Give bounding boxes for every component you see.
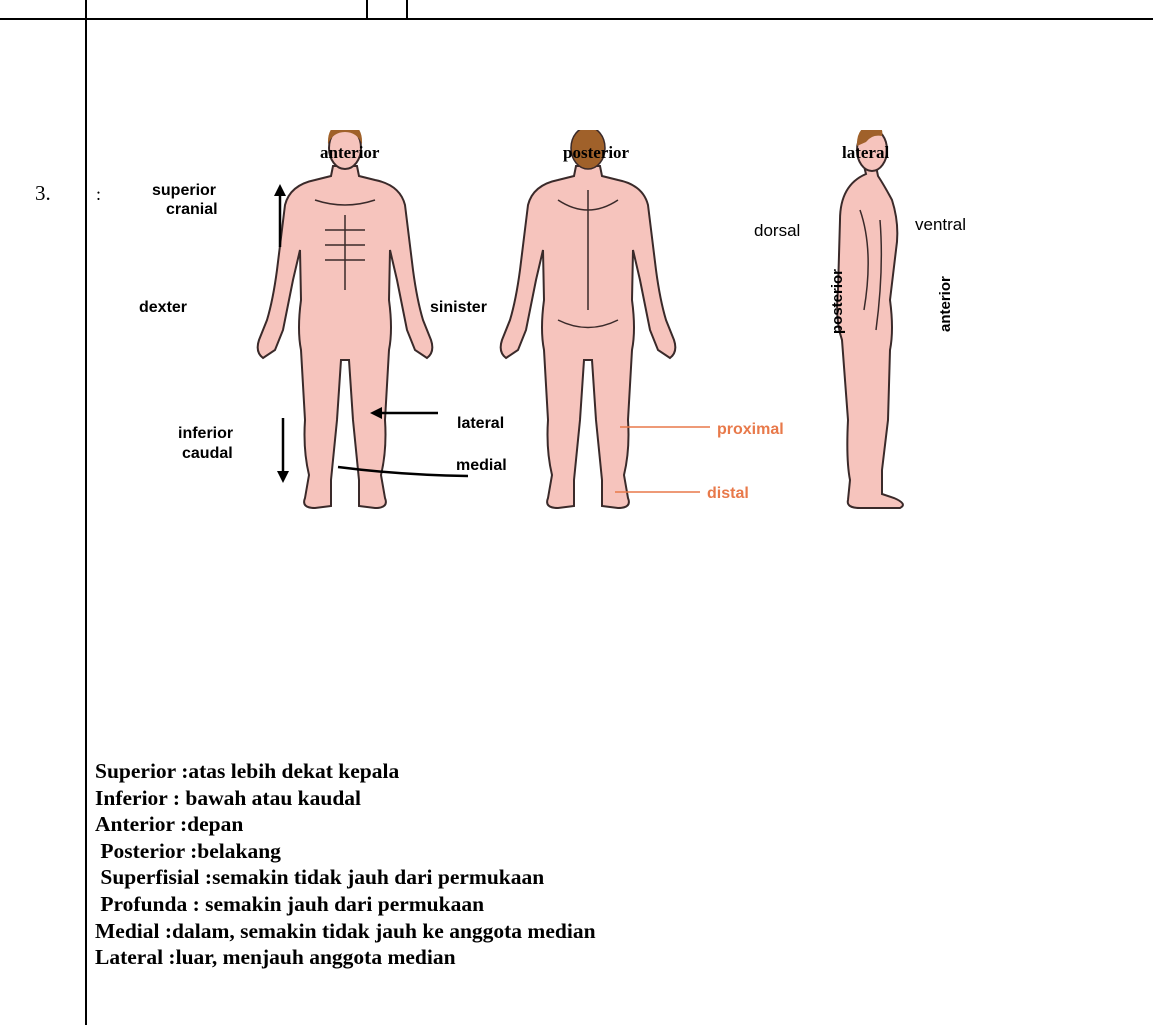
definition-superfisial: Superfisial :semakin tidak jauh dari per… (95, 864, 596, 891)
label-ventral: ventral (915, 215, 966, 234)
row-number: 3. (35, 181, 51, 206)
label-posterior-vertical: posterior (829, 269, 846, 334)
label-inferior: inferior (178, 425, 233, 442)
inferior-arrow (277, 418, 289, 483)
label-caudal: caudal (182, 445, 233, 462)
label-lateral: lateral (457, 415, 504, 432)
definition-inferior: Inferior : bawah atau kaudal (95, 785, 596, 812)
lateral-pointer (370, 407, 438, 419)
label-medial: medial (456, 457, 507, 474)
label-superior: superior (152, 182, 216, 199)
anatomical-position-figure: anterior posterior lateral superior cran… (120, 130, 1020, 530)
table-column-divider-3 (406, 0, 408, 19)
table-top-border (0, 18, 1153, 20)
label-distal: distal (707, 485, 749, 502)
view-title-posterior: posterior (563, 143, 630, 162)
definition-profunda: Profunda : semakin jauh dari permukaan (95, 891, 596, 918)
lateral-body (837, 130, 903, 508)
definition-lateral: Lateral :luar, menjauh anggota median (95, 944, 596, 971)
definition-superior: Superior :atas lebih dekat kepala (95, 758, 596, 785)
label-cranial: cranial (166, 201, 218, 218)
label-dorsal: dorsal (754, 221, 800, 240)
label-anterior-vertical: anterior (937, 276, 954, 332)
anatomy-diagram: anterior posterior lateral superior cran… (120, 130, 1020, 530)
table-column-divider-2 (366, 0, 368, 19)
label-dexter: dexter (139, 299, 187, 316)
view-title-anterior: anterior (320, 143, 380, 162)
table-column-divider-1 (85, 0, 87, 1025)
definition-medial: Medial :dalam, semakin tidak jauh ke ang… (95, 918, 596, 945)
definitions-list: Superior :atas lebih dekat kepala Inferi… (95, 758, 596, 971)
definition-anterior: Anterior :depan (95, 811, 596, 838)
label-sinister: sinister (430, 299, 487, 316)
definition-posterior: Posterior :belakang (95, 838, 596, 865)
view-title-lateral: lateral (842, 143, 889, 162)
posterior-body (501, 130, 676, 508)
row-colon: : (96, 184, 101, 205)
label-proximal: proximal (717, 421, 784, 438)
